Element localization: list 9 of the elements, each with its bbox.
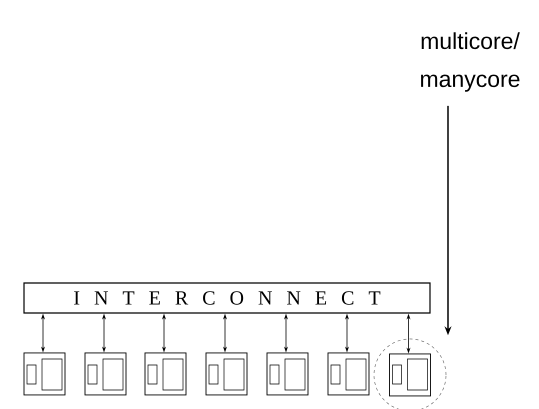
core-drawing	[24, 352, 66, 396]
core-drawing	[389, 354, 431, 396]
core-drawing	[206, 352, 248, 396]
core-drawing	[266, 352, 308, 396]
annotation-text: multicore/ manycore	[421, 32, 520, 92]
interconnect-bar: I N T E R C O N N E C T	[23, 282, 431, 314]
core-drawing	[328, 352, 370, 396]
core-drawing	[144, 352, 186, 396]
core-drawing	[84, 352, 126, 396]
